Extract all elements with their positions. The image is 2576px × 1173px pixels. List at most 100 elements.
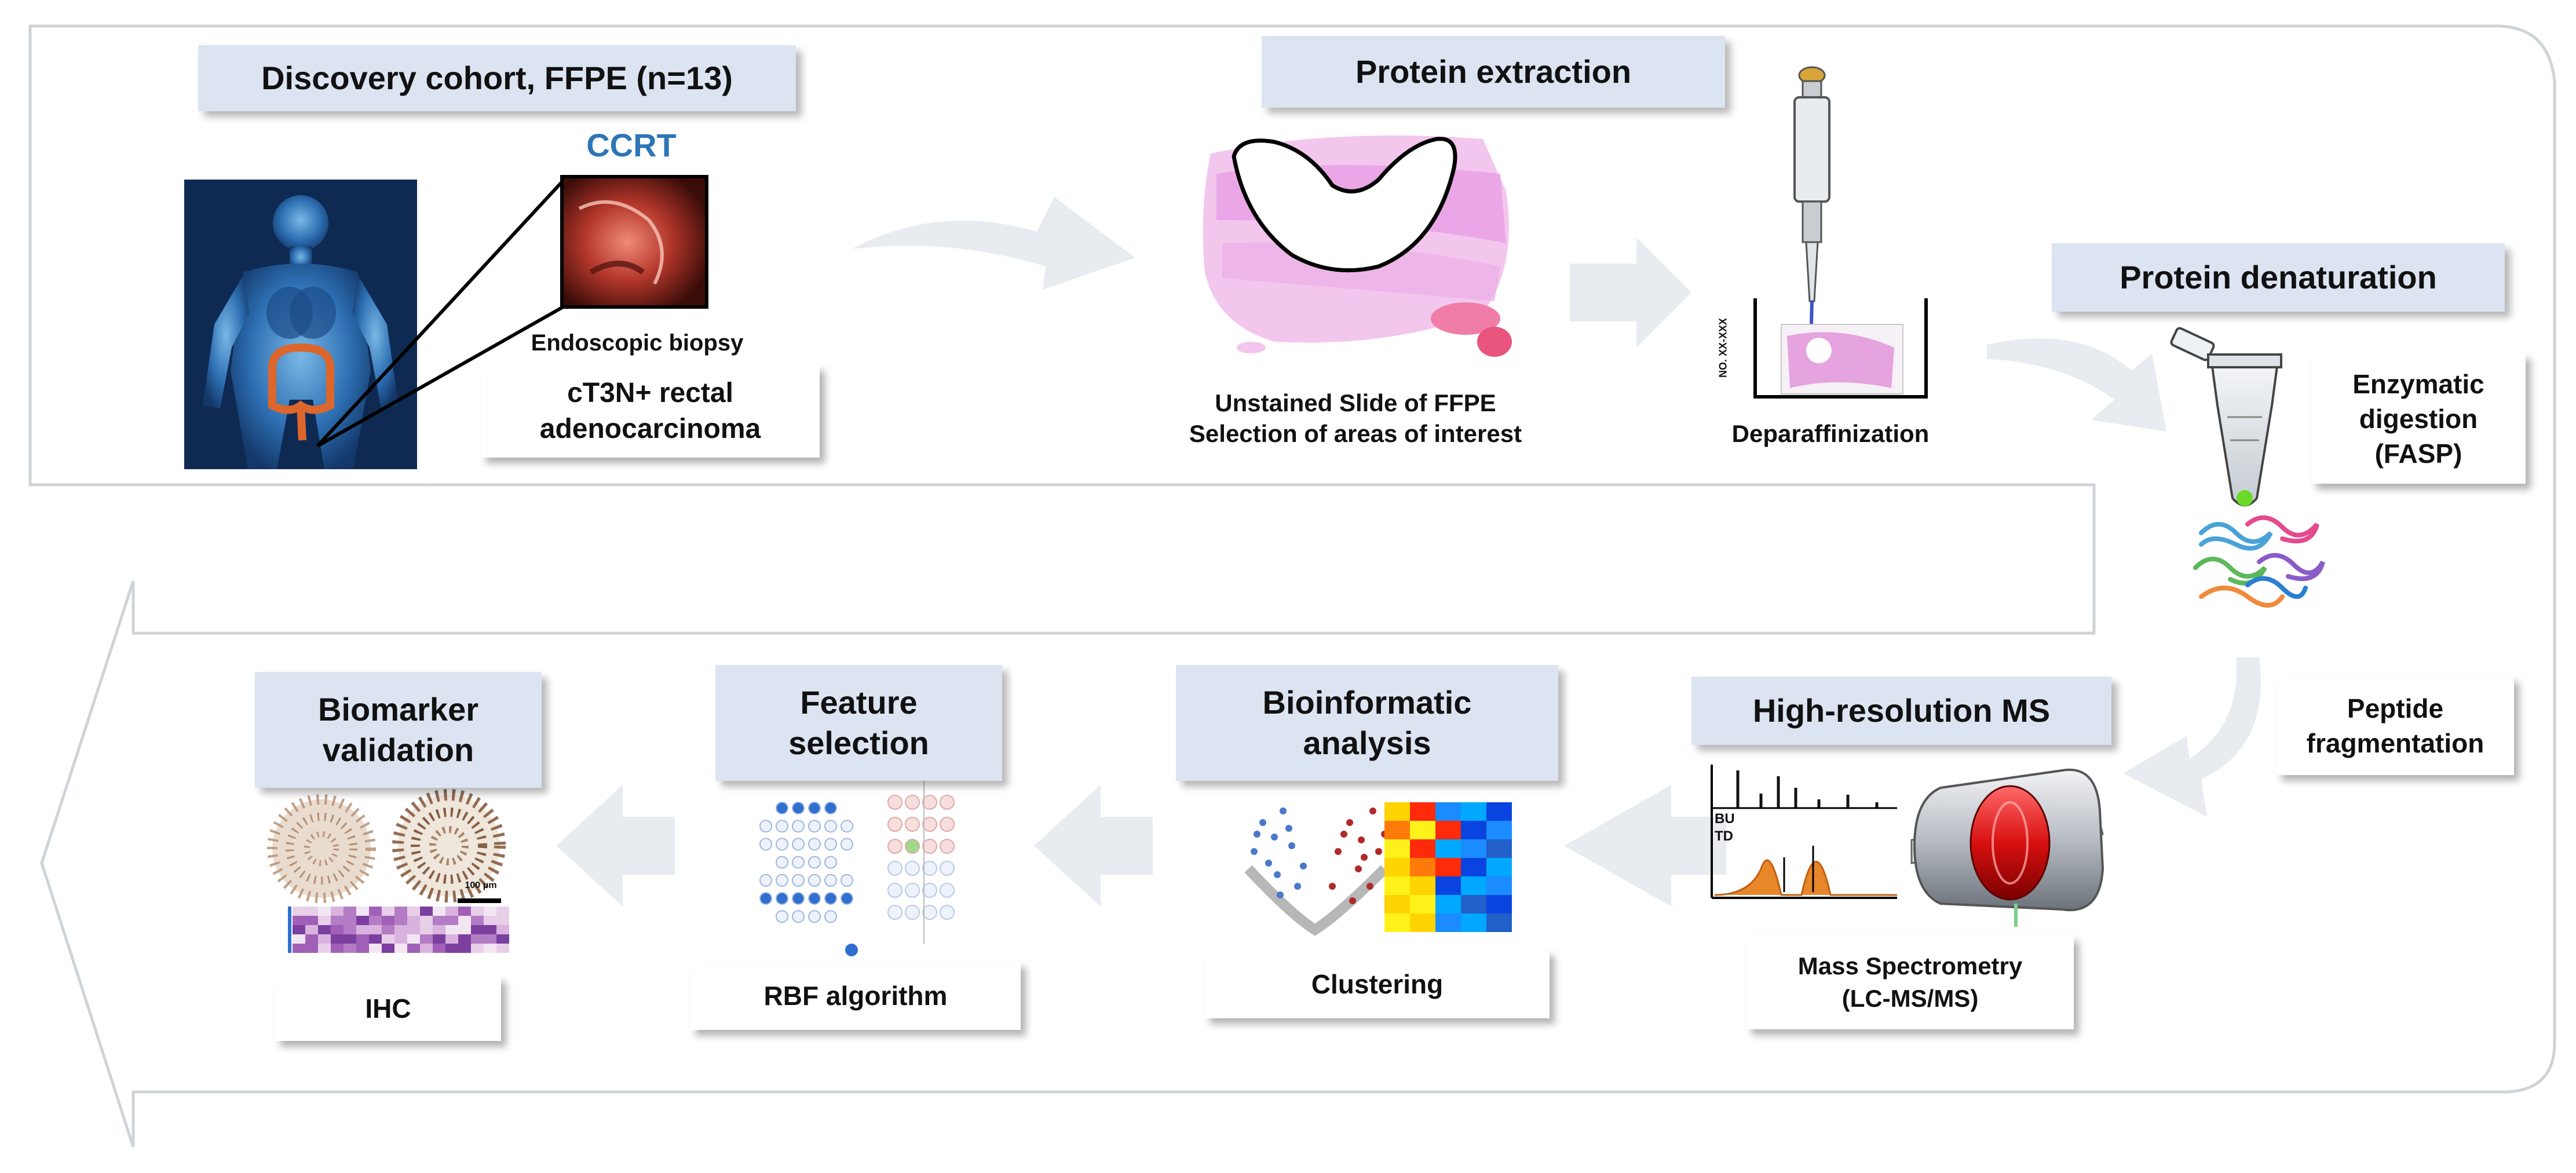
ihc-heatmap-cell xyxy=(331,907,344,916)
network-node xyxy=(841,838,853,851)
ihc-heatmap-cell xyxy=(382,925,394,934)
heatmap-cell xyxy=(1461,895,1486,913)
heatmap-cell xyxy=(1435,858,1461,876)
network-node xyxy=(940,817,955,832)
ihc-heatmap-cell xyxy=(420,925,433,934)
heatmap-cell xyxy=(1461,913,1486,932)
ihc-heatmap-cell xyxy=(344,907,356,916)
network-node xyxy=(776,874,788,887)
heatmap-cell xyxy=(1410,895,1435,913)
slide-caption-line-1: Unstained Slide of FFPE xyxy=(1215,389,1496,416)
heatmap-cell xyxy=(1384,913,1410,932)
ihc-heatmap-cell xyxy=(331,916,344,925)
heatmap-cell xyxy=(1435,876,1461,895)
heatmap-cell xyxy=(1486,895,1512,913)
ihc-heatmap-cell xyxy=(407,934,420,944)
ihc-heatmap-cell xyxy=(382,907,394,916)
ihc-heatmap-cell xyxy=(433,907,445,916)
heatmap-cell xyxy=(1384,802,1410,821)
ihc-heatmap-cell xyxy=(420,916,433,925)
network-node xyxy=(808,838,821,851)
diagnosis-line-2: adenocarcinoma xyxy=(539,414,761,444)
network-node xyxy=(776,910,788,923)
flow-arrow-3 xyxy=(1987,338,2166,432)
heatmap-cell xyxy=(1486,876,1512,895)
network-node xyxy=(905,905,920,920)
ihc-heatmap-cell xyxy=(318,916,331,925)
network-node xyxy=(776,856,788,869)
ihc-heatmap-cell xyxy=(344,916,356,925)
network-node xyxy=(792,856,805,869)
ccrt-label: CCRT xyxy=(586,127,677,163)
network-node xyxy=(940,883,955,898)
ihc-heatmap-cell xyxy=(433,925,445,934)
ihc-heatmap-cell xyxy=(305,907,318,916)
ihc-heatmap-cell xyxy=(445,916,458,925)
network-node xyxy=(922,795,937,810)
heatmap-cell xyxy=(1486,802,1512,821)
network-node xyxy=(776,892,788,905)
network-node xyxy=(887,861,902,876)
zoom-line-bottom xyxy=(316,305,564,448)
ms-spectra-image xyxy=(1711,765,1897,899)
diagnosis-box: cT3N+ rectal adenocarcinoma xyxy=(481,365,820,458)
bu-label: BU xyxy=(1715,811,1735,827)
network-node xyxy=(824,838,837,851)
ihc-heatmap-cell xyxy=(369,916,382,925)
network-node xyxy=(824,910,837,923)
ihc-heatmap-cell xyxy=(484,934,496,944)
network-node xyxy=(887,883,902,898)
ihc-heatmap-cell xyxy=(318,944,331,953)
network-node xyxy=(808,820,821,833)
ihc-heatmap-cell xyxy=(318,907,331,916)
ihc-heatmap-cell xyxy=(331,934,344,944)
ihc-heatmap-cell xyxy=(394,944,407,953)
ihc-heatmap-cell xyxy=(382,916,394,925)
ihc-heatmap-cell xyxy=(344,944,356,953)
ihc-heatmap-image xyxy=(288,907,509,953)
ihc-heatmap-cell xyxy=(445,944,458,953)
network-node xyxy=(905,839,920,854)
header-protein-denaturation: Protein denaturation xyxy=(2052,243,2505,312)
ihc-heatmap-cell xyxy=(293,944,305,953)
ihc-heatmap-cell xyxy=(484,907,496,916)
enzymatic-digestion-box: Enzymatic digestion (FASP) xyxy=(2311,353,2526,484)
header-feature-selection: Feature selection xyxy=(715,665,1002,781)
td-label: TD xyxy=(1715,828,1733,844)
diagnosis-line-1: cT3N+ rectal xyxy=(567,378,733,408)
heatmap-cell xyxy=(1384,895,1410,913)
ihc-heatmap-cell xyxy=(394,916,407,925)
ihc-heatmap-cell xyxy=(484,925,496,934)
ihc-heatmap-cell xyxy=(356,944,369,953)
ihc-heatmap-cell xyxy=(496,944,509,953)
network-node xyxy=(808,910,821,923)
heatmap-cell xyxy=(1435,913,1461,932)
network-node xyxy=(824,892,837,905)
ihc-heatmap-cell xyxy=(356,934,369,944)
heatmap-cell xyxy=(1435,821,1461,839)
ihc-heatmap-cell xyxy=(344,925,356,934)
ihc-heatmap-cell xyxy=(484,944,496,953)
ihc-heatmap-cell xyxy=(305,925,318,934)
network-node xyxy=(905,883,920,898)
ihc-heatmap-cell xyxy=(369,925,382,934)
header-bioinformatic-analysis: Bioinformatic analysis xyxy=(1176,665,1558,781)
heatmap-cell xyxy=(1384,839,1410,858)
ihc-heatmap-cell xyxy=(318,925,331,934)
ihc-heatmap-cell xyxy=(471,934,484,944)
heatmap-cell xyxy=(1486,858,1512,876)
slide-code-label: NO. XX-XXX xyxy=(1717,317,1729,378)
flow-arrow-2 xyxy=(1570,237,1691,348)
ihc-box: IHC xyxy=(275,976,501,1041)
ihc-heatmap-cell xyxy=(471,916,484,925)
mass-spectrometer-icon xyxy=(1910,768,2104,927)
network-node xyxy=(887,839,902,854)
network-node xyxy=(905,861,920,876)
ihc-heatmap-cell xyxy=(420,944,433,953)
ihc-heatmap-cell xyxy=(420,934,433,944)
ihc-heatmap-cell xyxy=(420,907,433,916)
ihc-heatmap-cell xyxy=(433,916,445,925)
ihc-heatmap-cell xyxy=(305,944,318,953)
network-node xyxy=(824,856,837,869)
network-node xyxy=(940,839,955,854)
